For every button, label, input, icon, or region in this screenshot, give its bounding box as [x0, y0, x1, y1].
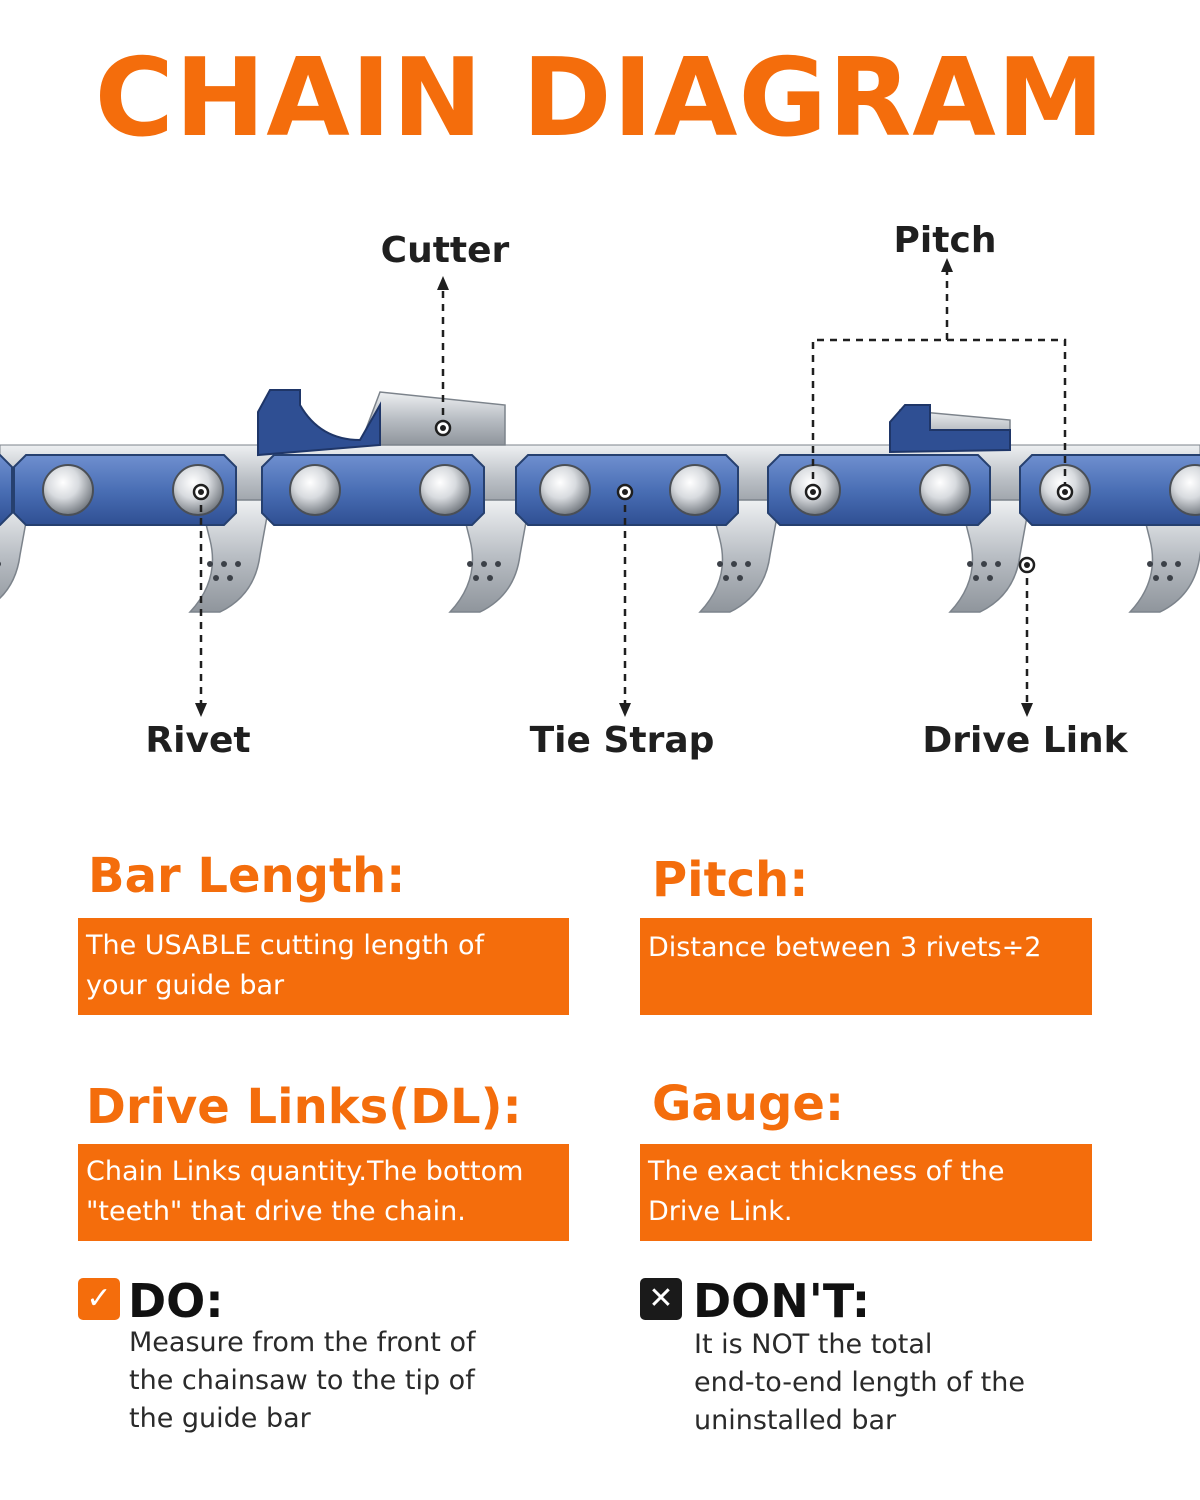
bar-length-desc: The USABLE cutting length of your guide …	[78, 918, 569, 1015]
gauge-desc-line1: The exact thickness of the	[648, 1156, 1005, 1187]
callout-arrowheads	[195, 258, 1033, 717]
check-icon: ✓	[78, 1278, 120, 1320]
cutter-tooth-2	[889, 404, 1011, 454]
do-label: DO:	[128, 1274, 224, 1328]
pitch-heading: Pitch:	[652, 852, 809, 908]
label-tie-strap: Tie Strap	[530, 720, 715, 761]
dont-note-line3: uninstalled bar	[694, 1405, 897, 1436]
label-cutter: Cutter	[381, 230, 510, 271]
cutter-tooth	[257, 389, 506, 457]
do-note-line1: Measure from the front of	[129, 1327, 476, 1358]
pitch-desc-line1: Distance between 3 rivets÷2	[648, 932, 1042, 963]
gauge-desc: The exact thickness of the Drive Link.	[640, 1144, 1092, 1241]
do-note-line3: the guide bar	[129, 1403, 311, 1434]
do-note-line2: the chainsaw to the tip of	[129, 1365, 475, 1396]
dont-note-line2: end-to-end length of the	[694, 1367, 1025, 1398]
pitch-desc: Distance between 3 rivets÷2	[640, 918, 1092, 1015]
label-drive-link: Drive Link	[922, 720, 1128, 761]
chain-diagram: Cutter Pitch Rivet Tie Strap Drive Link	[0, 220, 1200, 761]
dont-note: It is NOT the total end-to-end length of…	[694, 1326, 1025, 1440]
x-icon: ✕	[640, 1278, 682, 1320]
bar-length-desc-line1: The USABLE cutting length of	[86, 930, 485, 961]
label-rivet: Rivet	[145, 720, 250, 761]
do-note: Measure from the front of the chainsaw t…	[129, 1324, 475, 1438]
drive-links-heading: Drive Links(DL):	[86, 1079, 522, 1135]
dont-label: DON'T:	[693, 1274, 871, 1328]
drive-links-desc: Chain Links quantity.The bottom "teeth" …	[78, 1144, 569, 1241]
callout-leaders	[199, 270, 1067, 705]
drive-links-desc-line1: Chain Links quantity.The bottom	[86, 1156, 524, 1187]
gauge-heading: Gauge:	[652, 1076, 845, 1132]
bar-length-heading: Bar Length:	[88, 848, 406, 904]
label-pitch: Pitch	[894, 220, 997, 261]
dont-note-line1: It is NOT the total	[694, 1329, 933, 1360]
page-title: CHAIN DIAGRAM	[94, 36, 1106, 161]
bar-length-desc-line2: your guide bar	[86, 970, 285, 1001]
gauge-desc-line2: Drive Link.	[648, 1196, 793, 1227]
drive-links-desc-line2: "teeth" that drive the chain.	[86, 1196, 466, 1227]
callout-dots	[192, 419, 1074, 574]
